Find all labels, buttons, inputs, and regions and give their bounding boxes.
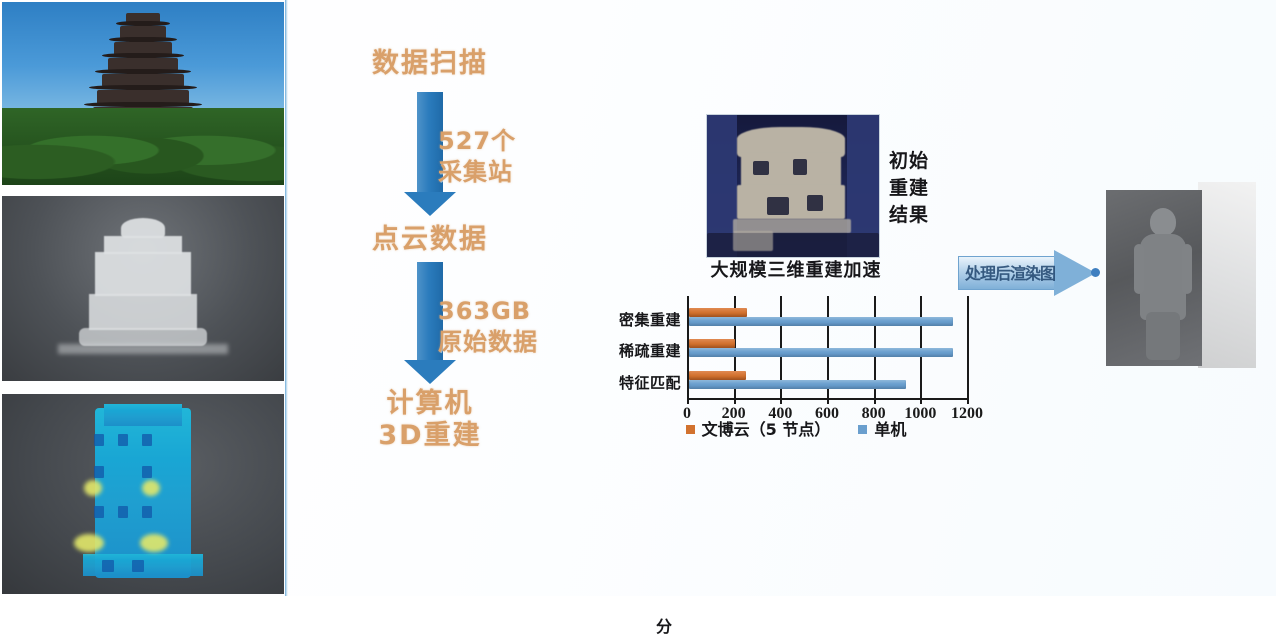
flow-arrow-2-label: 363GB 原始数据 [438,296,568,358]
chart-plot-area: 0 200 400 600 800 1000 1200 密集重建稀疏重建特征匹配 [619,296,983,422]
recon-label-line2: 重建 [889,176,930,199]
chart-x-tick [733,398,736,404]
statue-head [1150,208,1176,236]
acceleration-bar-chart: 大规模三维重建加速 0 200 400 600 800 1000 1200 密集重建稀疏重建特… [596,256,996,636]
statue-left-arm [1134,244,1144,294]
grayscale-point-cloud [2,196,284,381]
chart-x-tick [687,398,689,404]
chart-legend-item: 单机 [858,416,906,440]
buddha-statue [1134,208,1192,360]
statue-legs [1146,312,1180,360]
chart-bar-single-machine [689,379,906,389]
flow-node-point-cloud: 点云数据 [372,224,488,255]
arrow-1-label-line1: 527个 [438,127,517,155]
process-flow: 数据扫描 527个 采集站 点云数据 363GB 原始数据 计算机 3D重建 [330,48,560,488]
recon-label-line1: 初始 [889,150,930,172]
chart-x-tick [873,398,876,404]
chart-right-axis [967,296,969,398]
chart-x-unit-label: 分 [656,617,673,636]
flow-arrow-2 [404,262,456,384]
chart-gridline [780,296,783,398]
chart-gridline [873,296,876,398]
arrow-shaft [417,92,443,192]
foliage [2,108,284,185]
arrow-head [404,192,456,216]
process-arrow-body [958,256,1062,290]
arrow-shaft [417,262,443,360]
chart-gridline [920,296,923,398]
chart-bar-single-machine [689,317,953,326]
connector-dot [1091,268,1100,277]
flow-arrow-1 [404,92,456,216]
colored-point-cloud [2,394,284,594]
chart-x-tick [967,398,969,404]
recon-label-line3: 结果 [889,203,930,226]
chart-legend-label: 文博云（5 节点） [701,420,831,439]
chart-x-tick-label: 1200 [951,405,983,422]
chart-category-label: 密集重建 [618,311,681,329]
chart-category-label: 特征匹配 [618,373,681,392]
chart-x-tick [920,398,923,404]
arrow-2-label-line2: 原始数据 [438,328,538,357]
process-arrow-label: 处理后渲染图 [964,264,1056,283]
chart-x-tick-label: 800 [861,405,886,422]
chart-gridline [733,296,736,398]
chart-legend: 文博云（5 节点） 单机 [596,416,996,440]
pagoda-photo [2,2,284,185]
chart-bar-cloud [689,308,748,317]
initial-reconstruction-label: 初始 重建 结果 [889,148,959,229]
chart-y-axis [687,296,689,398]
chart-x-tick-label: 1000 [904,405,937,422]
chart-legend-swatch [685,425,695,434]
process-arrow-head [1054,250,1096,296]
chart-title: 大规模三维重建加速 [710,260,882,281]
chart-bar-cloud [689,339,735,349]
flow-node-data-scan: 数据扫描 [372,48,488,79]
statue-right-arm [1182,244,1192,294]
chart-x-tick [827,398,829,404]
arrow-1-label-line2: 采集站 [438,158,513,187]
flow-node-3-line1: 计算机 [386,388,474,419]
arrow-2-label-line1: 363GB [438,297,532,325]
flow-node-3-line2: 3D重建 [378,419,482,451]
process-arrow: 处理后渲染图 [958,250,1096,296]
final-rendered-statue [1106,182,1256,368]
left-image-column [0,0,286,596]
column-divider [285,0,288,596]
initial-reconstruction-photo [706,114,880,258]
chart-legend-swatch [858,425,868,434]
statue-body [1140,234,1186,320]
chart-x-tick-label: 200 [721,405,746,422]
chart-legend-item: 文博云（5 节点） [685,416,831,440]
chart-x-tick-label: 400 [768,405,793,422]
flow-arrow-1-label: 527个 采集站 [438,126,568,188]
chart-x-tick [780,398,783,404]
chart-legend-label: 单机 [874,420,907,439]
statue-scan-overlay [1198,182,1256,368]
chart-bar-cloud [689,370,747,380]
chart-bar-single-machine [689,348,953,358]
arrow-head [404,360,456,384]
flow-node-computer-3d-reconstruction: 计算机 3D重建 [330,388,530,452]
chart-x-tick-label: 0 [683,405,691,422]
chart-gridline [827,296,829,398]
chart-x-tick-label: 600 [815,405,839,422]
chart-category-label: 稀疏重建 [618,342,681,361]
